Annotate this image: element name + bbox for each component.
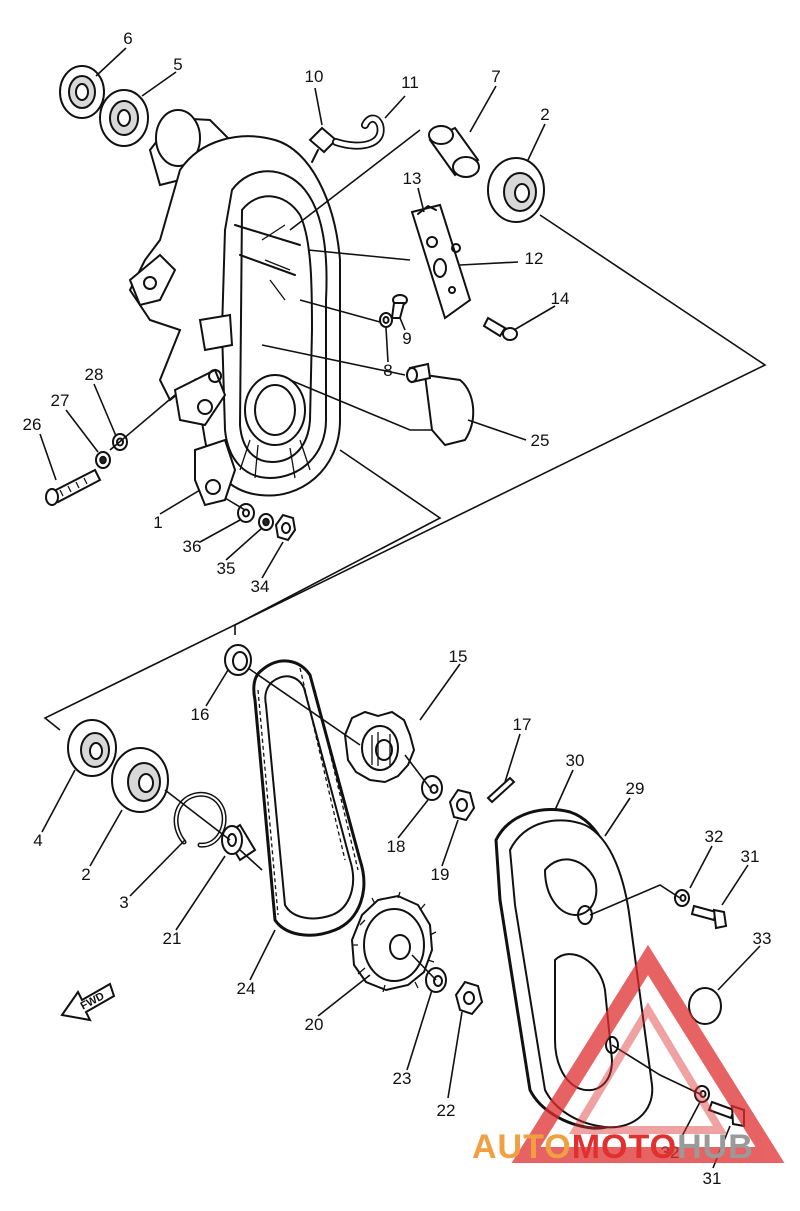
callout-1: 1 <box>153 513 162 532</box>
washer-18 <box>421 775 443 801</box>
watermark-auto: AUTO <box>472 1128 572 1166</box>
callout-35: 35 <box>217 559 236 578</box>
washer-8 <box>379 312 393 328</box>
tensioner-plate-12 <box>410 203 472 320</box>
callout-19: 19 <box>431 865 450 884</box>
tensioner-shoe-25 <box>406 362 475 447</box>
plug-33 <box>688 987 722 1025</box>
bearing-2-upper <box>487 157 545 223</box>
assembly-lines-lower <box>164 667 701 1095</box>
watermark-logo <box>511 944 785 1163</box>
bearing-4 <box>67 719 117 777</box>
callout-6: 6 <box>123 29 132 48</box>
sprocket-15 <box>343 710 416 784</box>
callout-numbers: 6 5 10 11 7 2 13 12 14 9 8 25 28 27 26 1… <box>23 29 772 1188</box>
drive-chain-24 <box>252 659 366 937</box>
forward-arrow: FWD <box>60 982 116 1022</box>
callout-18: 18 <box>387 837 406 856</box>
breather-fitting-10 <box>308 126 338 163</box>
bearing-5 <box>99 89 149 147</box>
callout-leaders <box>39 47 761 1169</box>
callout-21: 21 <box>163 929 182 948</box>
callout-23: 23 <box>393 1069 412 1088</box>
bolt-31-upper <box>690 904 728 930</box>
callout-27: 27 <box>51 391 70 410</box>
seal-16 <box>224 644 252 676</box>
watermark-hub: HUB <box>677 1128 754 1166</box>
callout-31-lower: 31 <box>703 1169 722 1188</box>
bearing-6 <box>59 65 105 119</box>
chaincase-cover-29 <box>508 819 654 1129</box>
watermark-text: AUTOMOTOHUB <box>472 1128 754 1166</box>
callout-3: 3 <box>119 893 128 912</box>
callout-14: 14 <box>551 289 570 308</box>
cotter-pin-17 <box>486 776 516 804</box>
washer-32-lower <box>694 1085 710 1103</box>
bolt-14 <box>482 316 518 341</box>
watermark-triangle-icon <box>511 944 785 1163</box>
callout-25: 25 <box>531 431 550 450</box>
callout-30: 30 <box>566 751 585 770</box>
sprocket-20 <box>350 891 437 993</box>
callout-11: 11 <box>401 73 419 92</box>
bolt-9 <box>390 294 408 319</box>
callout-5: 5 <box>173 55 182 74</box>
bearing-2-lower <box>111 747 169 813</box>
callout-31-upper: 31 <box>741 847 760 866</box>
circlip-3 <box>173 791 227 848</box>
washer-35 <box>258 513 274 531</box>
chaincase-housing <box>128 109 341 507</box>
watermark-moto: MOTO <box>572 1128 677 1166</box>
assembly-lines-upper <box>43 129 767 731</box>
callout-36: 36 <box>183 537 202 556</box>
spacer-21 <box>221 823 257 862</box>
callout-24: 24 <box>237 979 256 998</box>
callout-2-lower: 2 <box>81 865 90 884</box>
callout-17: 17 <box>513 715 532 734</box>
callout-22: 22 <box>437 1101 456 1120</box>
callout-8: 8 <box>383 361 392 380</box>
bolt-26 <box>45 468 102 506</box>
spacer-7 <box>428 125 480 178</box>
callout-2-upper: 2 <box>540 105 549 124</box>
nut-34 <box>274 513 297 542</box>
callout-4: 4 <box>33 831 42 850</box>
callout-12: 12 <box>525 249 544 268</box>
callout-26: 26 <box>23 415 42 434</box>
breather-tube-11 <box>332 114 385 150</box>
callout-32-upper: 32 <box>705 827 724 846</box>
nut-22 <box>454 980 484 1016</box>
callout-16: 16 <box>191 705 210 724</box>
callout-9: 9 <box>402 329 411 348</box>
callout-28: 28 <box>85 365 104 384</box>
callout-20: 20 <box>305 1015 324 1034</box>
svg-text:AUTOMOTOHUB: AUTOMOTOHUB <box>472 1128 754 1166</box>
callout-29: 29 <box>626 779 645 798</box>
callout-34: 34 <box>251 577 270 596</box>
callout-13: 13 <box>403 169 422 188</box>
washer-27 <box>95 451 111 469</box>
callout-7: 7 <box>491 67 500 86</box>
callout-33: 33 <box>753 929 772 948</box>
callout-10: 10 <box>305 67 324 86</box>
washer-32-upper <box>674 889 690 907</box>
nut-19 <box>448 788 476 822</box>
callout-15: 15 <box>449 647 468 666</box>
